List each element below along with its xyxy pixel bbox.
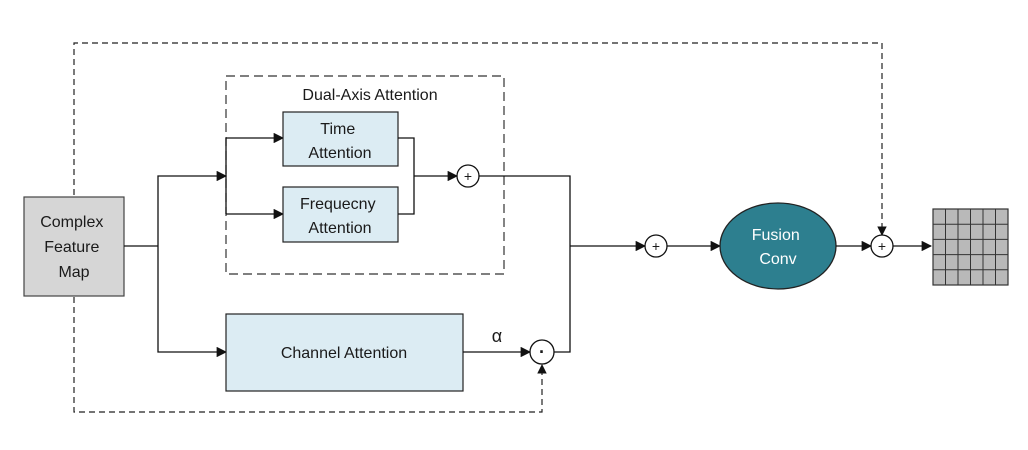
freq-out-line: [398, 176, 415, 215]
time-attention-block: Time Attention: [282, 111, 399, 167]
input-label-line-3: Map: [58, 264, 89, 281]
multiply-node: ·: [529, 339, 555, 365]
svg-text:Frequecny Attention: Frequecny Attention: [300, 196, 380, 237]
frequency-attention-line-1: Frequecny: [300, 196, 376, 213]
channel-attention-block: Channel Attention: [225, 313, 464, 392]
residual-sum-node: +: [870, 234, 894, 258]
branch-to-channel-arrow: [157, 246, 228, 358]
channel-attention-label: Channel Attention: [281, 345, 407, 362]
channel-out-line: [554, 246, 571, 353]
svg-text:Complex Feature Ma: Complex Feature Map: [40, 214, 108, 281]
fusion-conv-line-1: Fusion: [752, 227, 800, 244]
frequency-attention-block: Frequecny Attention: [282, 186, 399, 243]
dual-axis-attention-title: Dual-Axis Attention: [302, 87, 437, 104]
fusion-sum-node: +: [644, 234, 668, 258]
alpha-label: α: [492, 326, 502, 346]
complex-feature-map-block: Complex Feature Map: [23, 196, 125, 297]
time-out-line: [398, 137, 415, 176]
time-attention-line-1: Time: [320, 121, 355, 138]
residual-sum-symbol: +: [878, 238, 886, 254]
time-attention-line-2: Attention: [308, 145, 371, 162]
fusion-sum-symbol: +: [652, 238, 660, 254]
output-feature-grid: [932, 208, 1009, 286]
svg-text:Fusion Conv: Fusion Conv: [752, 227, 804, 268]
frequency-attention-line-2: Attention: [308, 220, 371, 237]
input-label-line-1: Complex: [40, 214, 103, 231]
fusion-conv-line-2: Conv: [759, 251, 796, 268]
skip-connection-top: [73, 42, 887, 236]
dual-axis-sum-symbol: +: [464, 168, 472, 184]
dual-axis-sum-node: +: [456, 164, 480, 188]
branch-to-dual-axis-arrow: [157, 170, 228, 246]
dual-out-line: [479, 175, 571, 246]
input-label-line-2: Feature: [44, 239, 99, 256]
svg-text:Time Attention: Time Attention: [308, 121, 371, 162]
fusion-conv-node: Fusion Conv: [719, 202, 837, 290]
multiply-symbol: ·: [539, 342, 545, 362]
